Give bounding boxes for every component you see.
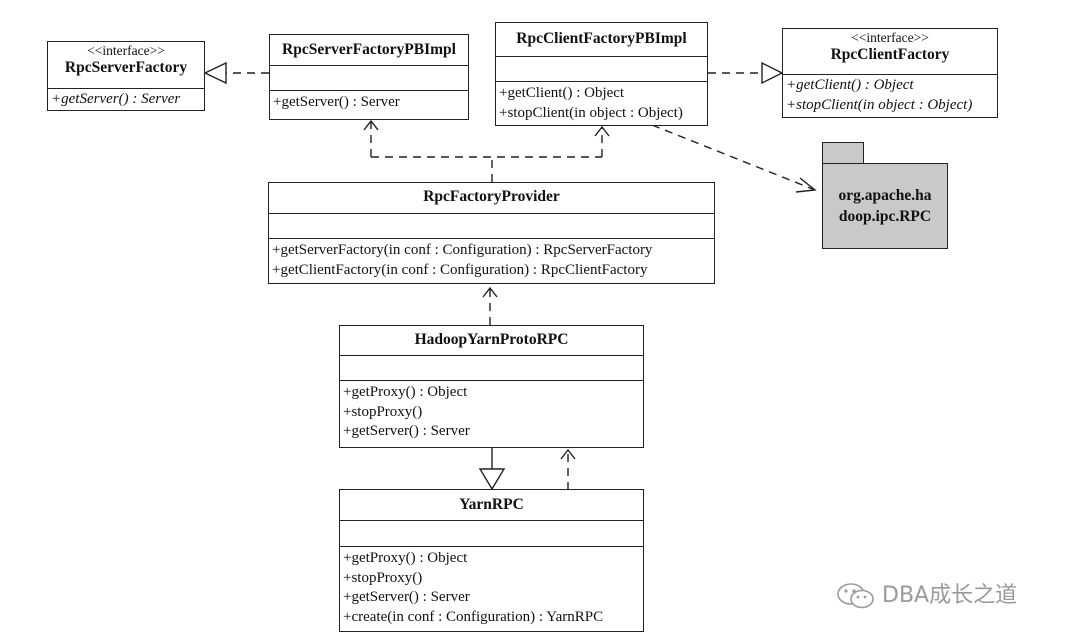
dependency-arrowhead-provider <box>482 286 498 298</box>
operation: +stopProxy() <box>343 403 423 420</box>
operation: +getServer() : Server <box>343 589 470 605</box>
operation: +getClientFactory(in conf : Configuratio… <box>272 261 648 278</box>
operations-compartment: +getProxy() : Object +stopProxy() +getSe… <box>340 381 643 442</box>
operation: +getClient() : Object <box>499 85 625 101</box>
realization-arrowhead-client <box>761 61 784 85</box>
operation: +stopProxy() <box>343 569 423 586</box>
operations-compartment: +getProxy() : Object +stopProxy() +getSe… <box>340 547 643 627</box>
dependency-arrowhead-client-impl <box>594 125 610 137</box>
operation: +getProxy() : Object <box>343 384 468 400</box>
attributes-compartment <box>340 521 643 547</box>
class-name: RpcFactoryProvider <box>423 188 560 205</box>
class-header: YarnRPC <box>340 490 643 521</box>
attributes-compartment <box>340 356 643 381</box>
package-tab <box>822 142 864 164</box>
class-header: HadoopYarnProtoRPC <box>340 326 643 356</box>
class-rpc-client-factory: <<interface>> RpcClientFactory +getClien… <box>782 28 998 118</box>
realization-arrowhead-server <box>203 61 227 85</box>
class-name: RpcClientFactoryPBImpl <box>516 30 687 47</box>
class-header: RpcClientFactoryPBImpl <box>496 23 707 57</box>
attributes-compartment <box>270 66 468 91</box>
package-rpc: org.apache.ha doop.ipc.RPC <box>822 163 948 249</box>
watermark-text: DBA成长之道 <box>882 583 1018 608</box>
dependency-arrowhead-proto <box>560 448 576 460</box>
class-header: <<interface>> RpcServerFactory <box>48 42 204 89</box>
operation: +getServerFactory(in conf : Configuratio… <box>272 242 653 258</box>
operation: +getServer() : Server <box>273 94 400 110</box>
class-header: RpcServerFactoryPBImpl <box>270 35 468 66</box>
operation: +create(in conf : Configuration) : YarnR… <box>343 608 604 625</box>
operations-compartment: +getServerFactory(in conf : Configuratio… <box>269 239 714 280</box>
class-name: HadoopYarnProtoRPC <box>414 331 569 348</box>
operation: +getServer() : Server <box>343 423 470 439</box>
class-name: RpcServerFactoryPBImpl <box>282 41 456 58</box>
operation: +getServer() : Server <box>51 91 181 107</box>
dependency-arrowhead-rpc <box>795 177 817 193</box>
class-header: RpcFactoryProvider <box>269 183 714 214</box>
package-name-line-2: doop.ipc.RPC <box>838 208 932 225</box>
attributes-compartment <box>496 57 707 82</box>
stereotype-label: <<interface>> <box>87 43 165 58</box>
dependency-rpc-line <box>651 124 816 191</box>
operations-compartment: +getClient() : Object +stopClient(in obj… <box>496 82 707 123</box>
class-hadoop-yarn-proto-rpc: HadoopYarnProtoRPC +getProxy() : Object … <box>339 325 644 448</box>
class-name: RpcClientFactory <box>830 46 950 63</box>
attributes-compartment <box>269 214 714 239</box>
class-rpc-factory-provider: RpcFactoryProvider +getServerFactory(in … <box>268 182 715 284</box>
class-name: RpcServerFactory <box>64 59 188 76</box>
generalization-arrowhead <box>478 468 506 491</box>
operation: +getClient() : Object <box>786 77 914 93</box>
dependency-arrowhead-server-impl <box>363 119 379 131</box>
class-header: <<interface>> RpcClientFactory <box>783 29 997 75</box>
class-rpc-server-factory: <<interface>> RpcServerFactory +getServe… <box>47 41 205 111</box>
class-yarn-rpc: YarnRPC +getProxy() : Object +stopProxy(… <box>339 489 644 632</box>
operation: +getProxy() : Object <box>343 550 468 566</box>
operation: +stopClient(in object : Object) <box>786 96 973 113</box>
watermark: DBA成长之道 <box>836 577 1017 610</box>
operation: +stopClient(in object : Object) <box>499 104 683 121</box>
class-rpc-server-factory-pb-impl: RpcServerFactoryPBImpl +getServer() : Se… <box>269 34 469 120</box>
wechat-icon <box>837 583 874 609</box>
operations-compartment: +getServer() : Server <box>270 91 468 113</box>
package-name-line-1: org.apache.ha <box>838 187 932 204</box>
operations-compartment: +getClient() : Object +stopClient(in obj… <box>783 75 997 115</box>
class-rpc-client-factory-pb-impl: RpcClientFactoryPBImpl +getClient() : Ob… <box>495 22 708 126</box>
stereotype-label: <<interface>> <box>851 30 929 45</box>
operations-compartment: +getServer() : Server <box>48 89 204 110</box>
class-name: YarnRPC <box>459 496 524 513</box>
